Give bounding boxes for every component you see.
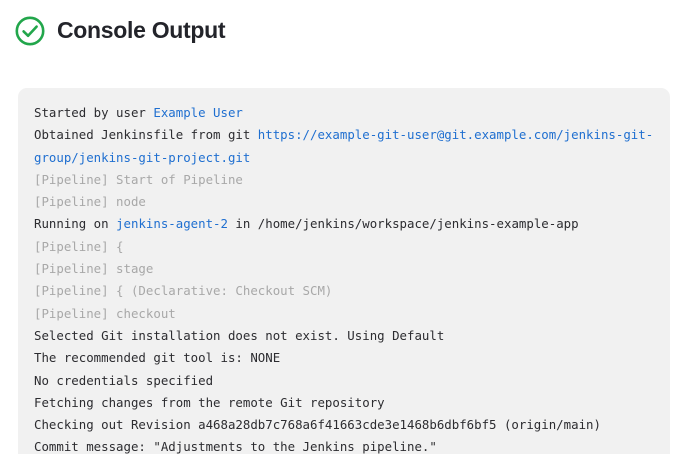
console-log-line: Obtained Jenkinsfile from git https://ex… xyxy=(34,124,654,169)
console-log-line: [Pipeline] { (Declarative: Checkout SCM) xyxy=(34,283,333,299)
console-log-text: Running on xyxy=(34,216,117,232)
console-log-text: in /home/jenkins/workspace/jenkins-examp… xyxy=(227,216,579,232)
console-log-line: Running on jenkins-agent-2 in /home/jenk… xyxy=(34,213,654,235)
console-log-line: [Pipeline] stage xyxy=(34,261,154,277)
console-log-line: Checking out Revision a468a28db7c768a6f4… xyxy=(34,417,601,433)
console-log-line: [Pipeline] node xyxy=(34,194,146,210)
console-log-line: Commit message: "Adjustments to the Jenk… xyxy=(34,439,437,454)
console-log-line: Fetching changes from the remote Git rep… xyxy=(34,394,385,410)
console-log-line: Selected Git installation does not exist… xyxy=(34,327,445,343)
console-log-link[interactable]: Example User xyxy=(153,105,243,120)
page-header: Console Output xyxy=(0,0,686,48)
console-log-line: [Pipeline] checkout xyxy=(34,305,176,321)
console-log-link[interactable]: jenkins-agent-2 xyxy=(116,216,228,232)
page-title: Console Output xyxy=(57,17,226,43)
check-circle-icon xyxy=(15,16,45,45)
console-log-line: [Pipeline] { xyxy=(34,238,124,254)
console-log-line: [Pipeline] Start of Pipeline xyxy=(34,171,243,187)
console-log-text: Started by user xyxy=(34,105,154,120)
console-log-line: The recommended git tool is: NONE xyxy=(34,350,281,366)
console-log-line: Started by user Example User xyxy=(34,102,654,124)
console-log-link[interactable]: https://example-git-user@git.example.com… xyxy=(34,127,654,165)
console-log-text: Obtained Jenkinsfile from git xyxy=(34,127,258,143)
console-log-line: No credentials specified xyxy=(34,372,214,388)
